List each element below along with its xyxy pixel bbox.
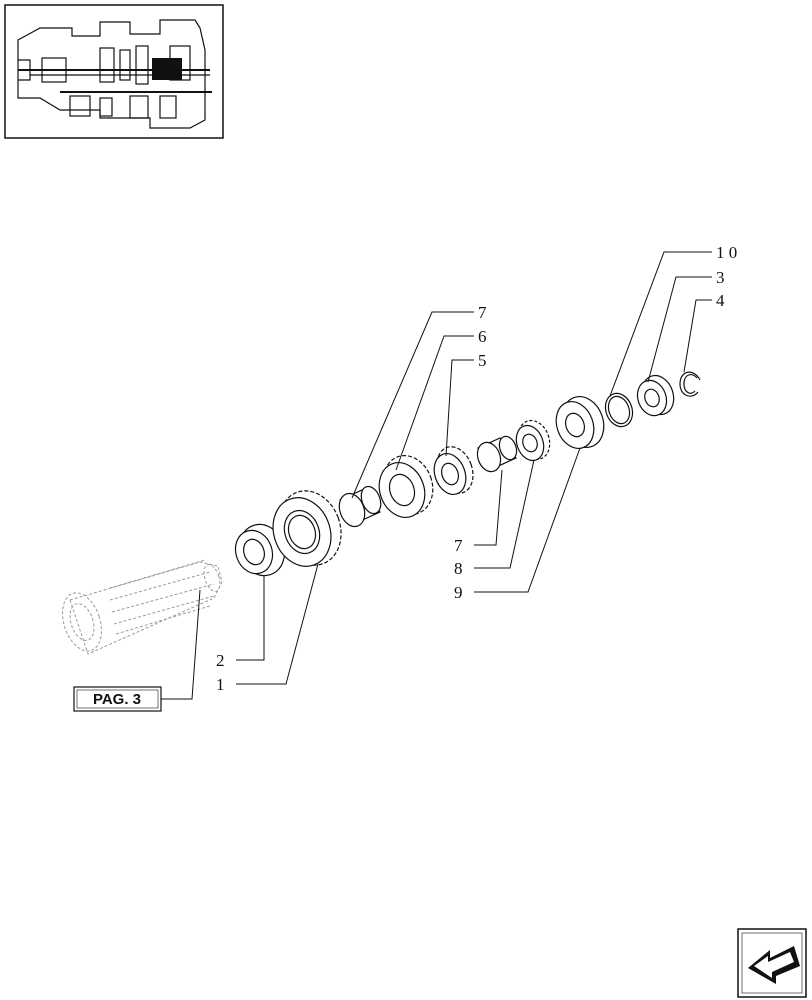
shaft-ghost (62, 559, 223, 655)
callout-2[interactable]: 2 (216, 651, 225, 670)
callout-5[interactable]: 5 (478, 351, 487, 370)
location-thumbnail[interactable] (4, 4, 224, 139)
callout-4[interactable]: 4 (716, 291, 725, 310)
callout-7-upper[interactable]: 7 (478, 303, 487, 322)
callout-1[interactable]: 1 (216, 675, 225, 694)
part-8-gear[interactable] (512, 416, 555, 464)
callout-3[interactable]: 3 (716, 268, 725, 287)
next-page-arrow-icon[interactable] (737, 928, 807, 998)
callout-8[interactable]: 8 (454, 559, 463, 578)
page-reference-link[interactable]: PAG. 3 (73, 686, 162, 712)
callout-7-lower[interactable]: 7 (454, 536, 463, 555)
part-3-bearing[interactable] (633, 371, 679, 420)
part-7-bushing-a[interactable] (335, 484, 384, 530)
callout-labels: 1 0 3 4 7 6 5 7 8 9 2 1 (216, 243, 737, 694)
part-10-ring[interactable] (601, 390, 637, 431)
part-2-bearing[interactable] (230, 518, 292, 582)
callout-10[interactable]: 1 0 (716, 243, 737, 262)
part-6-gear[interactable] (372, 449, 441, 524)
callout-6[interactable]: 6 (478, 327, 487, 346)
part-9-bearing[interactable] (550, 391, 611, 454)
part-5-gear[interactable] (429, 442, 479, 499)
part-7-bushing-b[interactable] (474, 434, 520, 475)
callout-9[interactable]: 9 (454, 583, 463, 602)
leader-lines (161, 251, 712, 700)
page-reference-label: PAG. 3 (93, 691, 141, 708)
part-1-gear[interactable] (264, 482, 351, 574)
part-4-snap-ring[interactable] (679, 371, 701, 397)
highlighted-area (152, 58, 182, 80)
